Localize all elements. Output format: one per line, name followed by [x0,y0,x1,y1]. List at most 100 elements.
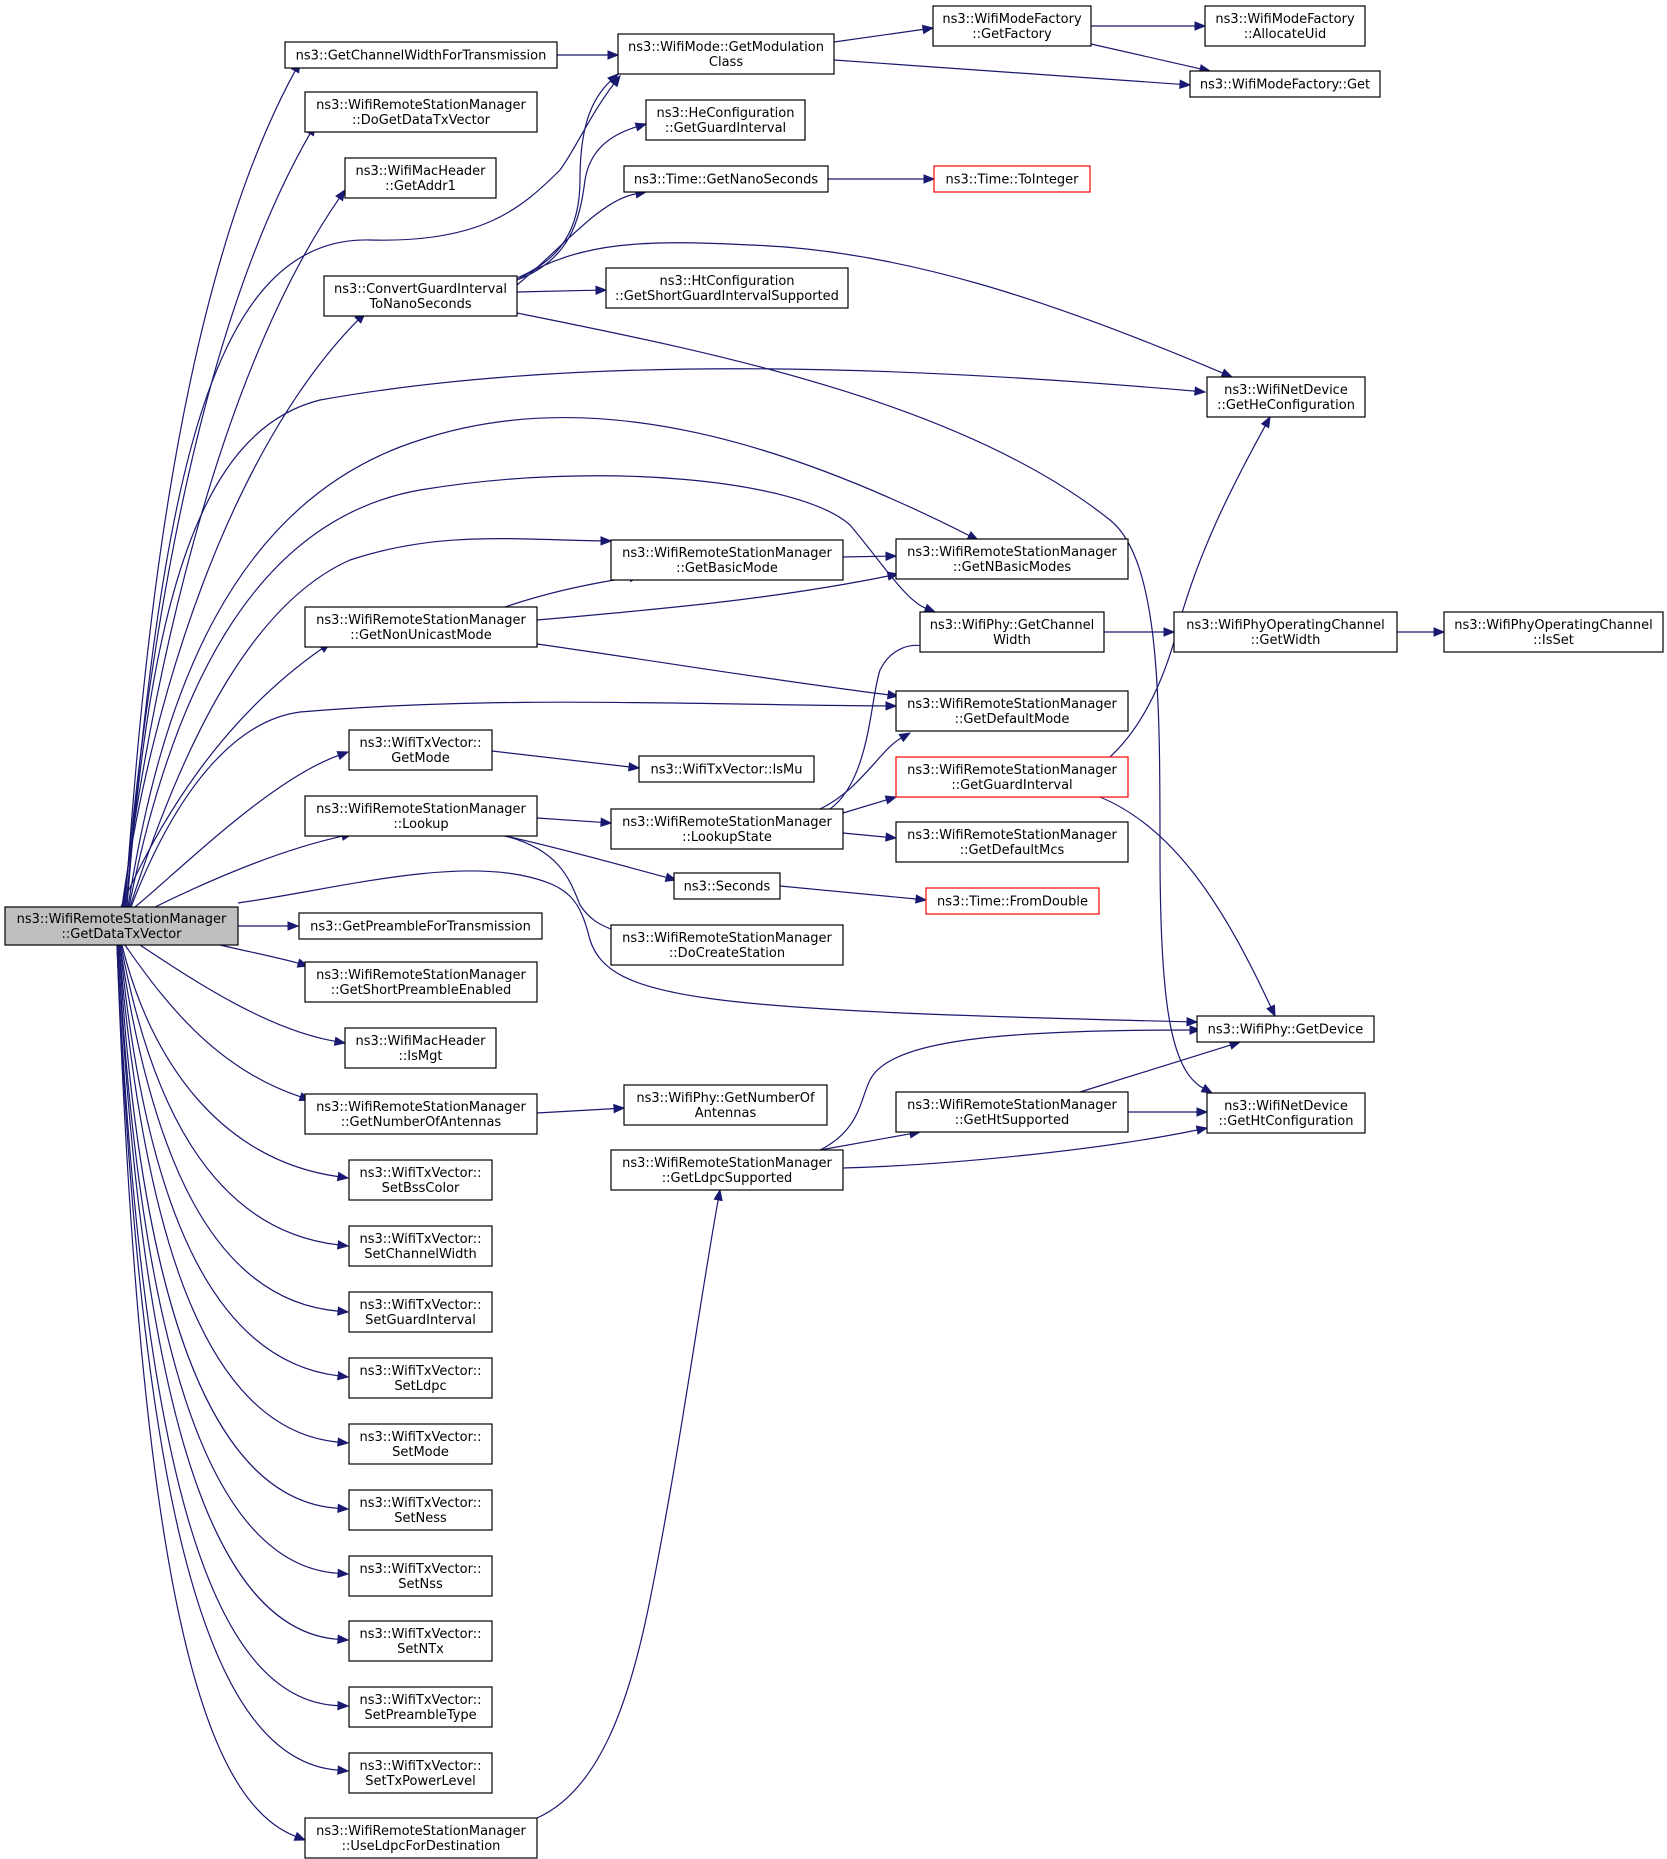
node-fromdouble[interactable]: ns3::Time::FromDouble [925,887,1100,915]
node-lookup[interactable]: ns3::WifiRemoteStationManager::Lookup [304,795,538,837]
node-ismu[interactable]: ns3::WifiTxVector::IsMu [638,755,815,783]
node-label-line: ::Lookup [393,817,448,832]
node-getnano[interactable]: ns3::Time::GetNanoSeconds [623,165,829,193]
node-wmfget[interactable]: ns3::WifiModeFactory::Get [1189,70,1381,98]
edge-root-to-gpft [238,921,300,931]
node-addr1[interactable]: ns3::WifiMacHeader::GetAddr1 [344,157,497,199]
node-getht[interactable]: ns3::WifiRemoteStationManager::GetHtSupp… [895,1091,1129,1133]
node-box [932,5,1092,47]
edge-line [117,944,339,1574]
node-box [304,91,538,133]
edge-line [504,835,667,878]
node-scw[interactable]: ns3::WifiTxVector::SetChannelWidth [348,1225,493,1267]
node-label-line: Width [993,633,1031,648]
node-getgi[interactable]: ns3::WifiRemoteStationManager::GetGuardI… [895,756,1129,798]
node-label-line: ns3::Time::ToInteger [945,173,1079,188]
node-getfactory[interactable]: ns3::WifiModeFactory::GetFactory [932,5,1092,47]
node-spt[interactable]: ns3::WifiTxVector::SetPreambleType [348,1686,493,1728]
arrowhead [337,1306,350,1316]
node-box [1206,1092,1366,1134]
node-label-line: ns3::WifiModeFactory::Get [1200,78,1370,93]
node-sness[interactable]: ns3::WifiTxVector::SetNess [348,1489,493,1531]
node-smode[interactable]: ns3::WifiTxVector::SetMode [348,1423,493,1465]
node-docreate[interactable]: ns3::WifiRemoteStationManager::DoCreateS… [610,924,844,966]
node-nonuni[interactable]: ns3::WifiRemoteStationManager::GetNonUni… [304,606,538,648]
node-snss[interactable]: ns3::WifiTxVector::SetNss [348,1555,493,1597]
node-htsgis[interactable]: ns3::HtConfiguration::GetShortGuardInter… [605,267,849,309]
node-isset[interactable]: ns3::WifiPhyOperatingChannel::IsSet [1443,611,1664,653]
node-getnbasic[interactable]: ns3::WifiRemoteStationManager::GetNBasic… [895,538,1129,580]
node-box [933,165,1091,193]
edge-root-to-getbasic [129,536,613,908]
node-gnoa[interactable]: ns3::WifiRemoteStationManager::GetNumber… [304,1093,538,1135]
node-allocuid[interactable]: ns3::WifiModeFactory::AllocateUid [1204,5,1366,47]
node-label-line: ::GetLdpcSupported [662,1171,792,1186]
node-label-line: GetMode [391,751,450,766]
edge-getbasic-to-getnbasic [842,551,898,561]
node-label-line: ns3::WifiPhyOperatingChannel [1454,618,1653,633]
edge-line [118,944,339,1509]
node-gcwft[interactable]: ns3::GetChannelWidthForTransmission [284,41,558,69]
edge-cgi-to-htsgis [516,285,608,295]
node-sldpc[interactable]: ns3::WifiTxVector::SetLdpc [348,1357,493,1399]
node-box [284,41,558,69]
edge-root-to-sbss [121,944,350,1182]
node-hecfg[interactable]: ns3::WifiNetDevice::GetHeConfiguration [1206,376,1366,418]
node-label-line: ns3::WifiRemoteStationManager [316,1100,526,1115]
node-dogdtx[interactable]: ns3::WifiRemoteStationManager::DoGetData… [304,91,538,133]
node-gnoa2[interactable]: ns3::WifiPhy::GetNumberOfAntennas [623,1084,828,1126]
node-box [348,1555,493,1597]
edge-line [119,944,339,1377]
node-txgetmode[interactable]: ns3::WifiTxVector::GetMode [348,729,493,771]
arrowhead [884,795,898,805]
node-getdevice[interactable]: ns3::WifiPhy::GetDevice [1196,1015,1375,1043]
node-label-line: ns3::Time::FromDouble [937,895,1088,910]
node-htcfg[interactable]: ns3::WifiNetDevice::GetHtConfiguration [1206,1092,1366,1134]
node-box [298,912,543,940]
edge-line [1099,796,1272,1008]
node-box [4,906,239,946]
node-gspe[interactable]: ns3::WifiRemoteStationManager::GetShortP… [304,961,538,1003]
arrowhead [923,603,937,613]
node-box [617,33,835,75]
edge-root-to-sldpc [119,944,350,1381]
edge-getmodclass-to-getfactory [833,24,935,43]
node-ismgt[interactable]: ns3::WifiMacHeader::IsMgt [344,1027,497,1069]
node-root[interactable]: ns3::WifiRemoteStationManager::GetDataTx… [4,906,239,946]
node-getchw[interactable]: ns3::WifiPhy::GetChannelWidth [919,611,1105,653]
edge-seconds-to-fromdouble [779,885,928,904]
node-label-line: ns3::WifiTxVector:: [359,1693,481,1708]
edge-root-to-smode [118,944,350,1447]
node-hegi[interactable]: ns3::HeConfiguration::GetGuardInterval [645,99,806,141]
node-label-line: SetBssColor [382,1181,460,1196]
node-tointeger[interactable]: ns3::Time::ToInteger [933,165,1091,193]
node-sbss[interactable]: ns3::WifiTxVector::SetBssColor [348,1159,493,1201]
arrowhead [634,122,648,132]
arrowhead [337,1634,350,1645]
node-gpft[interactable]: ns3::GetPreambleForTransmission [298,912,543,940]
node-stpl[interactable]: ns3::WifiTxVector::SetTxPowerLevel [348,1752,493,1794]
node-getdefmode[interactable]: ns3::WifiRemoteStationManager::GetDefaul… [895,690,1129,732]
edge-line [116,944,296,1837]
edge-line [536,1108,615,1114]
node-box [348,1225,493,1267]
node-getbasic[interactable]: ns3::WifiRemoteStationManager::GetBasicM… [610,539,844,581]
node-label-line: ns3::WifiRemoteStationManager [316,1824,526,1839]
node-label-line: ns3::WifiRemoteStationManager [622,815,832,830]
node-lookupstate[interactable]: ns3::WifiRemoteStationManager::LookupSta… [610,808,844,850]
node-box [1443,611,1664,653]
node-sntx[interactable]: ns3::WifiTxVector::SetNTx [348,1620,493,1662]
node-box [673,872,781,900]
node-uldpc[interactable]: ns3::WifiRemoteStationManager::UseLdpcFo… [304,1817,538,1859]
node-sgi[interactable]: ns3::WifiTxVector::SetGuardInterval [348,1291,493,1333]
node-box [895,756,1129,798]
node-getwidth[interactable]: ns3::WifiPhyOperatingChannel::GetWidth [1173,611,1398,653]
node-getldpc[interactable]: ns3::WifiRemoteStationManager::GetLdpcSu… [610,1149,844,1191]
arrowhead [607,50,620,60]
node-label-line: ns3::WifiTxVector:: [359,736,481,751]
node-getdefmcs[interactable]: ns3::WifiRemoteStationManager::GetDefaul… [895,821,1129,863]
node-seconds[interactable]: ns3::Seconds [673,872,781,900]
edge-root-to-dogdtx [123,123,316,908]
